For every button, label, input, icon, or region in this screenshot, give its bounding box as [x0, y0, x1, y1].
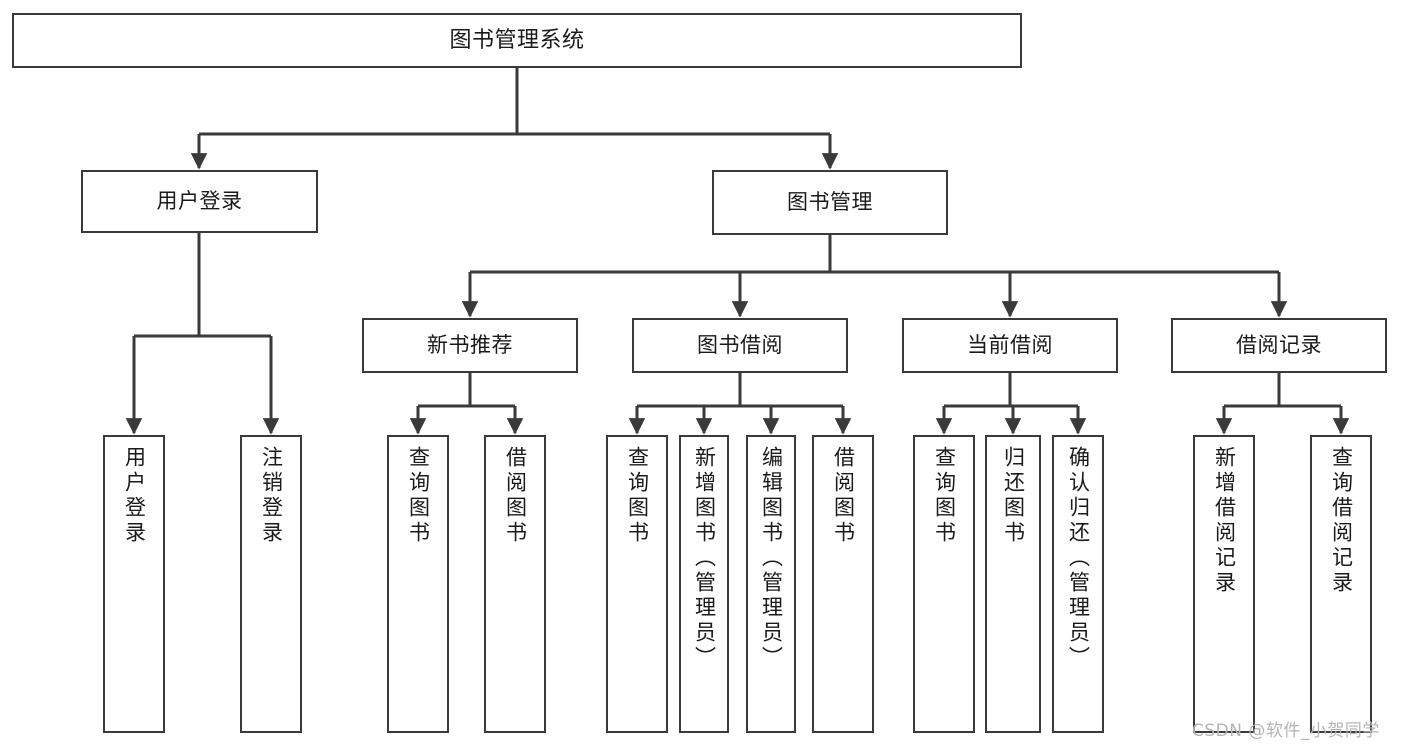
node-leaf-query-book-1[interactable]: 查询图书	[387, 435, 449, 733]
node-label: 图书借阅	[697, 333, 783, 358]
node-leaf-add-book[interactable]: 新增图书（管理员）	[679, 435, 729, 733]
node-label: 新增借阅记录	[1212, 446, 1237, 596]
node-leaf-query-book-2[interactable]: 查询图书	[606, 435, 668, 733]
node-label: 确认归还（管理员）	[1066, 446, 1091, 671]
node-label: 归还图书	[1001, 446, 1026, 546]
node-user-login[interactable]: 用户登录	[81, 170, 318, 233]
node-label: 借阅图书	[831, 446, 856, 546]
node-leaf-borrow-book-2[interactable]: 借阅图书	[812, 435, 874, 733]
node-label: 查询图书	[406, 446, 431, 546]
node-label: 注销登录	[259, 446, 284, 546]
node-borrow-record[interactable]: 借阅记录	[1171, 318, 1387, 373]
watermark-text: CSDN @软件_小贺同学	[1192, 721, 1380, 741]
node-book-management[interactable]: 图书管理	[712, 170, 948, 235]
node-leaf-return-book[interactable]: 归还图书	[985, 435, 1041, 733]
node-leaf-logout[interactable]: 注销登录	[240, 435, 302, 733]
node-label: 新书推荐	[427, 333, 513, 358]
node-current-borrow[interactable]: 当前借阅	[902, 318, 1118, 373]
node-label: 编辑图书（管理员）	[759, 446, 784, 671]
node-leaf-confirm-return[interactable]: 确认归还（管理员）	[1052, 435, 1104, 733]
node-new-book-recommend[interactable]: 新书推荐	[362, 318, 578, 373]
node-leaf-query-book-3[interactable]: 查询图书	[913, 435, 975, 733]
node-leaf-borrow-book-1[interactable]: 借阅图书	[484, 435, 546, 733]
node-label: 借阅图书	[503, 446, 528, 546]
node-label: 新增图书（管理员）	[692, 446, 717, 671]
node-book-borrow[interactable]: 图书借阅	[632, 318, 848, 373]
node-label: 查询借阅记录	[1329, 446, 1354, 596]
node-root-system[interactable]: 图书管理系统	[12, 13, 1022, 68]
node-label: 借阅记录	[1236, 333, 1322, 358]
node-leaf-add-record[interactable]: 新增借阅记录	[1193, 435, 1255, 733]
node-leaf-query-record[interactable]: 查询借阅记录	[1310, 435, 1372, 733]
node-label: 查询图书	[625, 446, 650, 546]
node-label: 用户登录	[122, 446, 147, 546]
node-leaf-edit-book[interactable]: 编辑图书（管理员）	[746, 435, 796, 733]
node-label: 图书管理系统	[449, 27, 585, 53]
node-label: 查询图书	[932, 446, 957, 546]
node-label: 图书管理	[787, 190, 873, 215]
node-label: 当前借阅	[967, 333, 1053, 358]
node-leaf-user-login[interactable]: 用户登录	[103, 435, 165, 733]
node-label: 用户登录	[156, 189, 243, 214]
